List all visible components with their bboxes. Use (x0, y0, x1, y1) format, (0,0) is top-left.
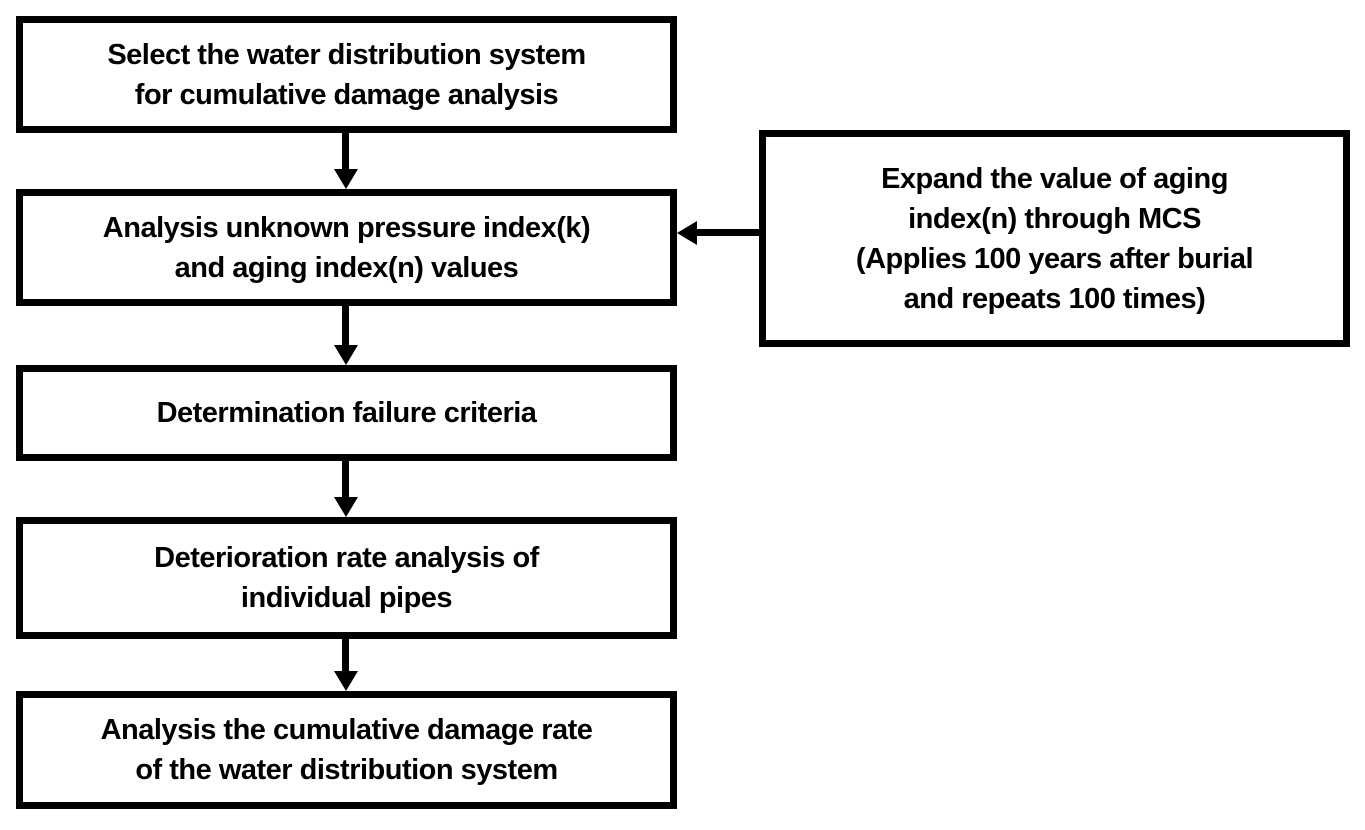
step-label-failure-criteria: Determination failure criteria (156, 397, 537, 429)
arrow-down-4-head-icon (334, 671, 358, 691)
step-label-analysis-indexes: Analysis unknown pressure index(k) and a… (102, 211, 591, 284)
arrow-down-1-line (342, 133, 349, 171)
arrow-left-mcs-line (694, 229, 759, 236)
step-box-failure-criteria: Determination failure criteria (16, 365, 677, 461)
arrow-down-4-line (342, 639, 349, 673)
arrow-down-3-head-icon (334, 497, 358, 517)
step-box-analysis-indexes: Analysis unknown pressure index(k) and a… (16, 189, 677, 306)
step-label-deterioration-rate: Deterioration rate analysis of individua… (154, 542, 539, 614)
arrow-down-2-line (342, 306, 349, 347)
arrow-left-mcs-head-icon (677, 221, 697, 245)
side-label-mcs-expansion: Expand the value of aging index(n) throu… (855, 162, 1254, 315)
arrow-down-3-line (342, 461, 349, 499)
side-box-mcs-expansion: Expand the value of aging index(n) throu… (759, 130, 1350, 347)
step-box-select-system: Select the water distribution system for… (16, 16, 677, 133)
arrow-down-2-head-icon (334, 345, 358, 365)
step-label-select-system: Select the water distribution system for… (107, 38, 586, 111)
arrow-down-1-head-icon (334, 169, 358, 189)
step-label-cumulative-damage: Analysis the cumulative damage rate of t… (100, 714, 593, 786)
step-box-deterioration-rate: Deterioration rate analysis of individua… (16, 517, 677, 639)
step-box-cumulative-damage: Analysis the cumulative damage rate of t… (16, 691, 677, 809)
